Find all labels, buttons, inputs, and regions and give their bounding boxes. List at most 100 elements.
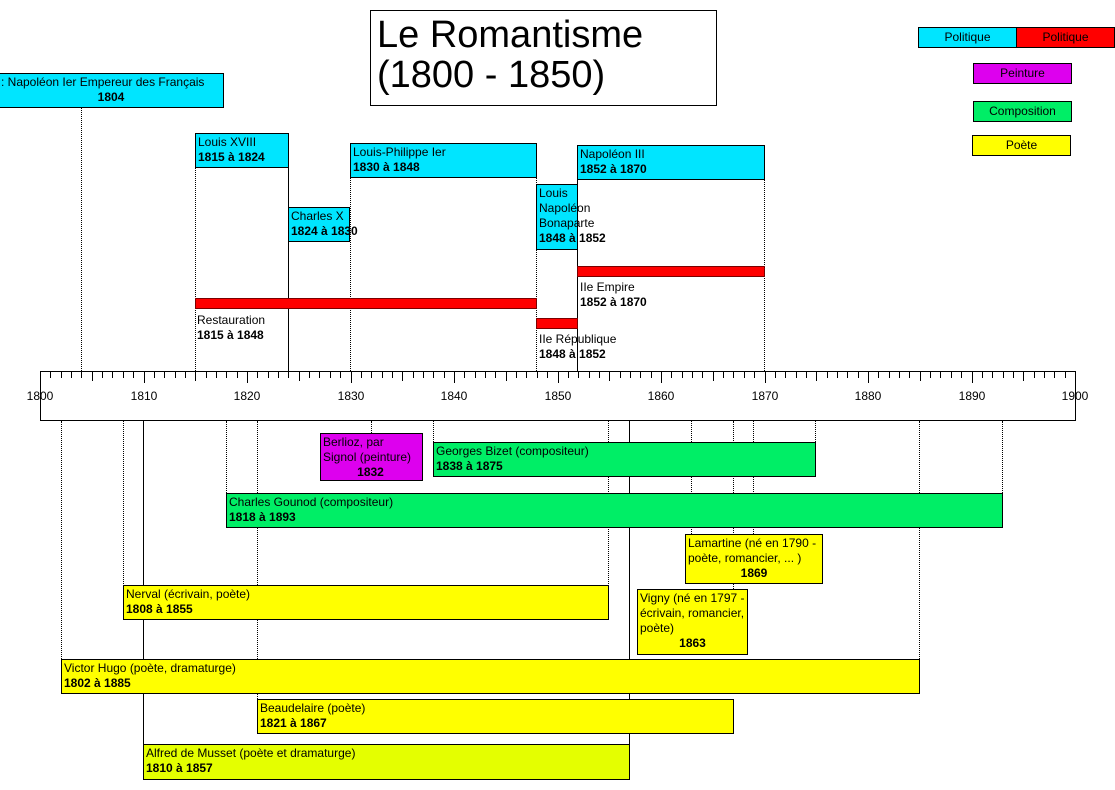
event-label: Georges Bizet (compositeur) <box>436 444 589 458</box>
event-label: Berlioz, par Signol (peinture) <box>323 435 412 464</box>
timeline-tick <box>827 372 828 378</box>
connector-line <box>815 421 816 442</box>
timeline-tick <box>206 372 207 378</box>
regime-label: IIe République <box>539 332 617 346</box>
year-label-1860: 1860 <box>647 389 675 403</box>
event-label: : Napoléon Ier Empereur des Français <box>1 75 205 89</box>
timeline-tick <box>278 372 279 378</box>
timeline-tick <box>723 372 724 378</box>
timeline-tick <box>733 372 734 378</box>
timeline-tick <box>1034 372 1035 378</box>
event-date: 1802 à 1885 <box>64 676 131 690</box>
timeline-tick <box>671 372 672 378</box>
event-date: 1869 <box>740 566 768 580</box>
timeline-tick <box>475 372 476 378</box>
connector-line <box>919 421 920 659</box>
event-musset: Alfred de Musset (poète et dramaturge) 1… <box>143 744 630 780</box>
year-label-1830: 1830 <box>337 389 365 403</box>
timeline-tick <box>1065 372 1066 378</box>
timeline-tick <box>413 372 414 378</box>
timeline-tick <box>495 372 496 378</box>
timeline-tick <box>940 372 941 378</box>
timeline-tick <box>868 372 869 383</box>
year-label-1840: 1840 <box>440 389 468 403</box>
event-date: 1838 à 1875 <box>436 459 503 473</box>
connector-line <box>1002 421 1003 493</box>
event-label: Charles Gounod (compositeur) <box>229 495 394 509</box>
connector-line <box>143 421 144 744</box>
timeline-tick <box>1044 372 1045 378</box>
timeline-tick <box>454 372 455 383</box>
timeline-tick <box>506 372 507 381</box>
timeline-tick <box>547 372 548 378</box>
connector-line <box>691 421 692 534</box>
regime-iie-empire: IIe Empire 1852 à 1870 <box>580 280 647 310</box>
event-date: 1824 à 1830 <box>291 224 358 238</box>
timeline-tick <box>847 372 848 378</box>
event-date: 1821 à 1867 <box>260 716 327 730</box>
timeline-tick <box>682 372 683 378</box>
timeline-tick <box>1003 372 1004 378</box>
event-napoleon-1: : Napoléon Ier Empereur des Français 180… <box>0 73 224 108</box>
year-label-1900: 1900 <box>1061 389 1089 403</box>
event-date: 1808 à 1855 <box>126 602 193 616</box>
timeline-tick <box>537 372 538 378</box>
timeline-tick <box>1013 372 1014 378</box>
year-label-1800: 1800 <box>26 389 54 403</box>
year-label-1810: 1810 <box>130 389 158 403</box>
timeline-tick <box>899 372 900 378</box>
timeline-tick <box>268 372 269 378</box>
timeline-tick <box>640 372 641 378</box>
event-vigny: Vigny (né en 1797 - écrivain, romancier,… <box>637 589 748 655</box>
event-date: 1815 à 1824 <box>198 150 265 164</box>
timeline-tick <box>81 372 82 378</box>
timeline-tick <box>309 372 310 378</box>
timeline-tick <box>692 372 693 378</box>
timeline-tick <box>112 372 113 378</box>
event-louis-xviii: Louis XVIII 1815 à 1824 <box>195 133 289 168</box>
legend-composition: Composition <box>973 101 1072 122</box>
timeline-tick <box>485 372 486 378</box>
timeline-tick <box>568 372 569 378</box>
event-victor-hugo: Victor Hugo (poète, dramaturge) 1802 à 1… <box>61 659 920 694</box>
timeline-tick <box>930 372 931 378</box>
timeline-tick <box>402 372 403 381</box>
regime-date: 1852 à 1870 <box>580 295 647 309</box>
timeline-tick <box>754 372 755 378</box>
event-gounod: Charles Gounod (compositeur) 1818 à 1893 <box>226 493 1003 528</box>
timeline-tick <box>630 372 631 378</box>
timeline-tick <box>257 372 258 378</box>
timeline-tick <box>1075 372 1076 383</box>
timeline-tick <box>351 372 352 383</box>
year-label-1880: 1880 <box>854 389 882 403</box>
regime-label: Restauration <box>197 313 266 327</box>
timeline-tick <box>247 372 248 383</box>
timeline-tick <box>837 372 838 378</box>
legend-poete: Poète <box>972 135 1071 156</box>
connector-line <box>433 421 434 442</box>
timeline-tick <box>340 372 341 378</box>
timeline-tick <box>423 372 424 378</box>
regime-date: 1848 à 1852 <box>539 347 606 361</box>
timeline-tick <box>433 372 434 378</box>
timeline-tick <box>144 372 145 383</box>
event-label: Beaudelaire (poète) <box>260 701 366 715</box>
event-label: Louis Napoléon Bonaparte <box>539 186 595 230</box>
timeline-tick <box>609 372 610 381</box>
connector-line <box>123 421 124 584</box>
event-louis-philippe: Louis-Philippe Ier 1830 à 1848 <box>350 143 537 178</box>
timeline-tick <box>319 372 320 378</box>
year-label-1850: 1850 <box>544 389 572 403</box>
regime-bar-restauration <box>195 298 537 309</box>
event-label: Charles X <box>291 209 344 223</box>
timeline-tick <box>1023 372 1024 381</box>
connector-line <box>81 108 82 371</box>
event-lamartine: Lamartine (né en 1790 - poète, romancier… <box>685 534 823 584</box>
timeline-tick <box>992 372 993 378</box>
timeline-tick <box>175 372 176 378</box>
timeline-tick <box>330 372 331 378</box>
timeline-tick <box>361 372 362 378</box>
year-label-1870: 1870 <box>751 389 779 403</box>
timeline-tick <box>154 372 155 378</box>
event-label: Lamartine (né en 1790 - poète, romancier… <box>688 536 817 565</box>
